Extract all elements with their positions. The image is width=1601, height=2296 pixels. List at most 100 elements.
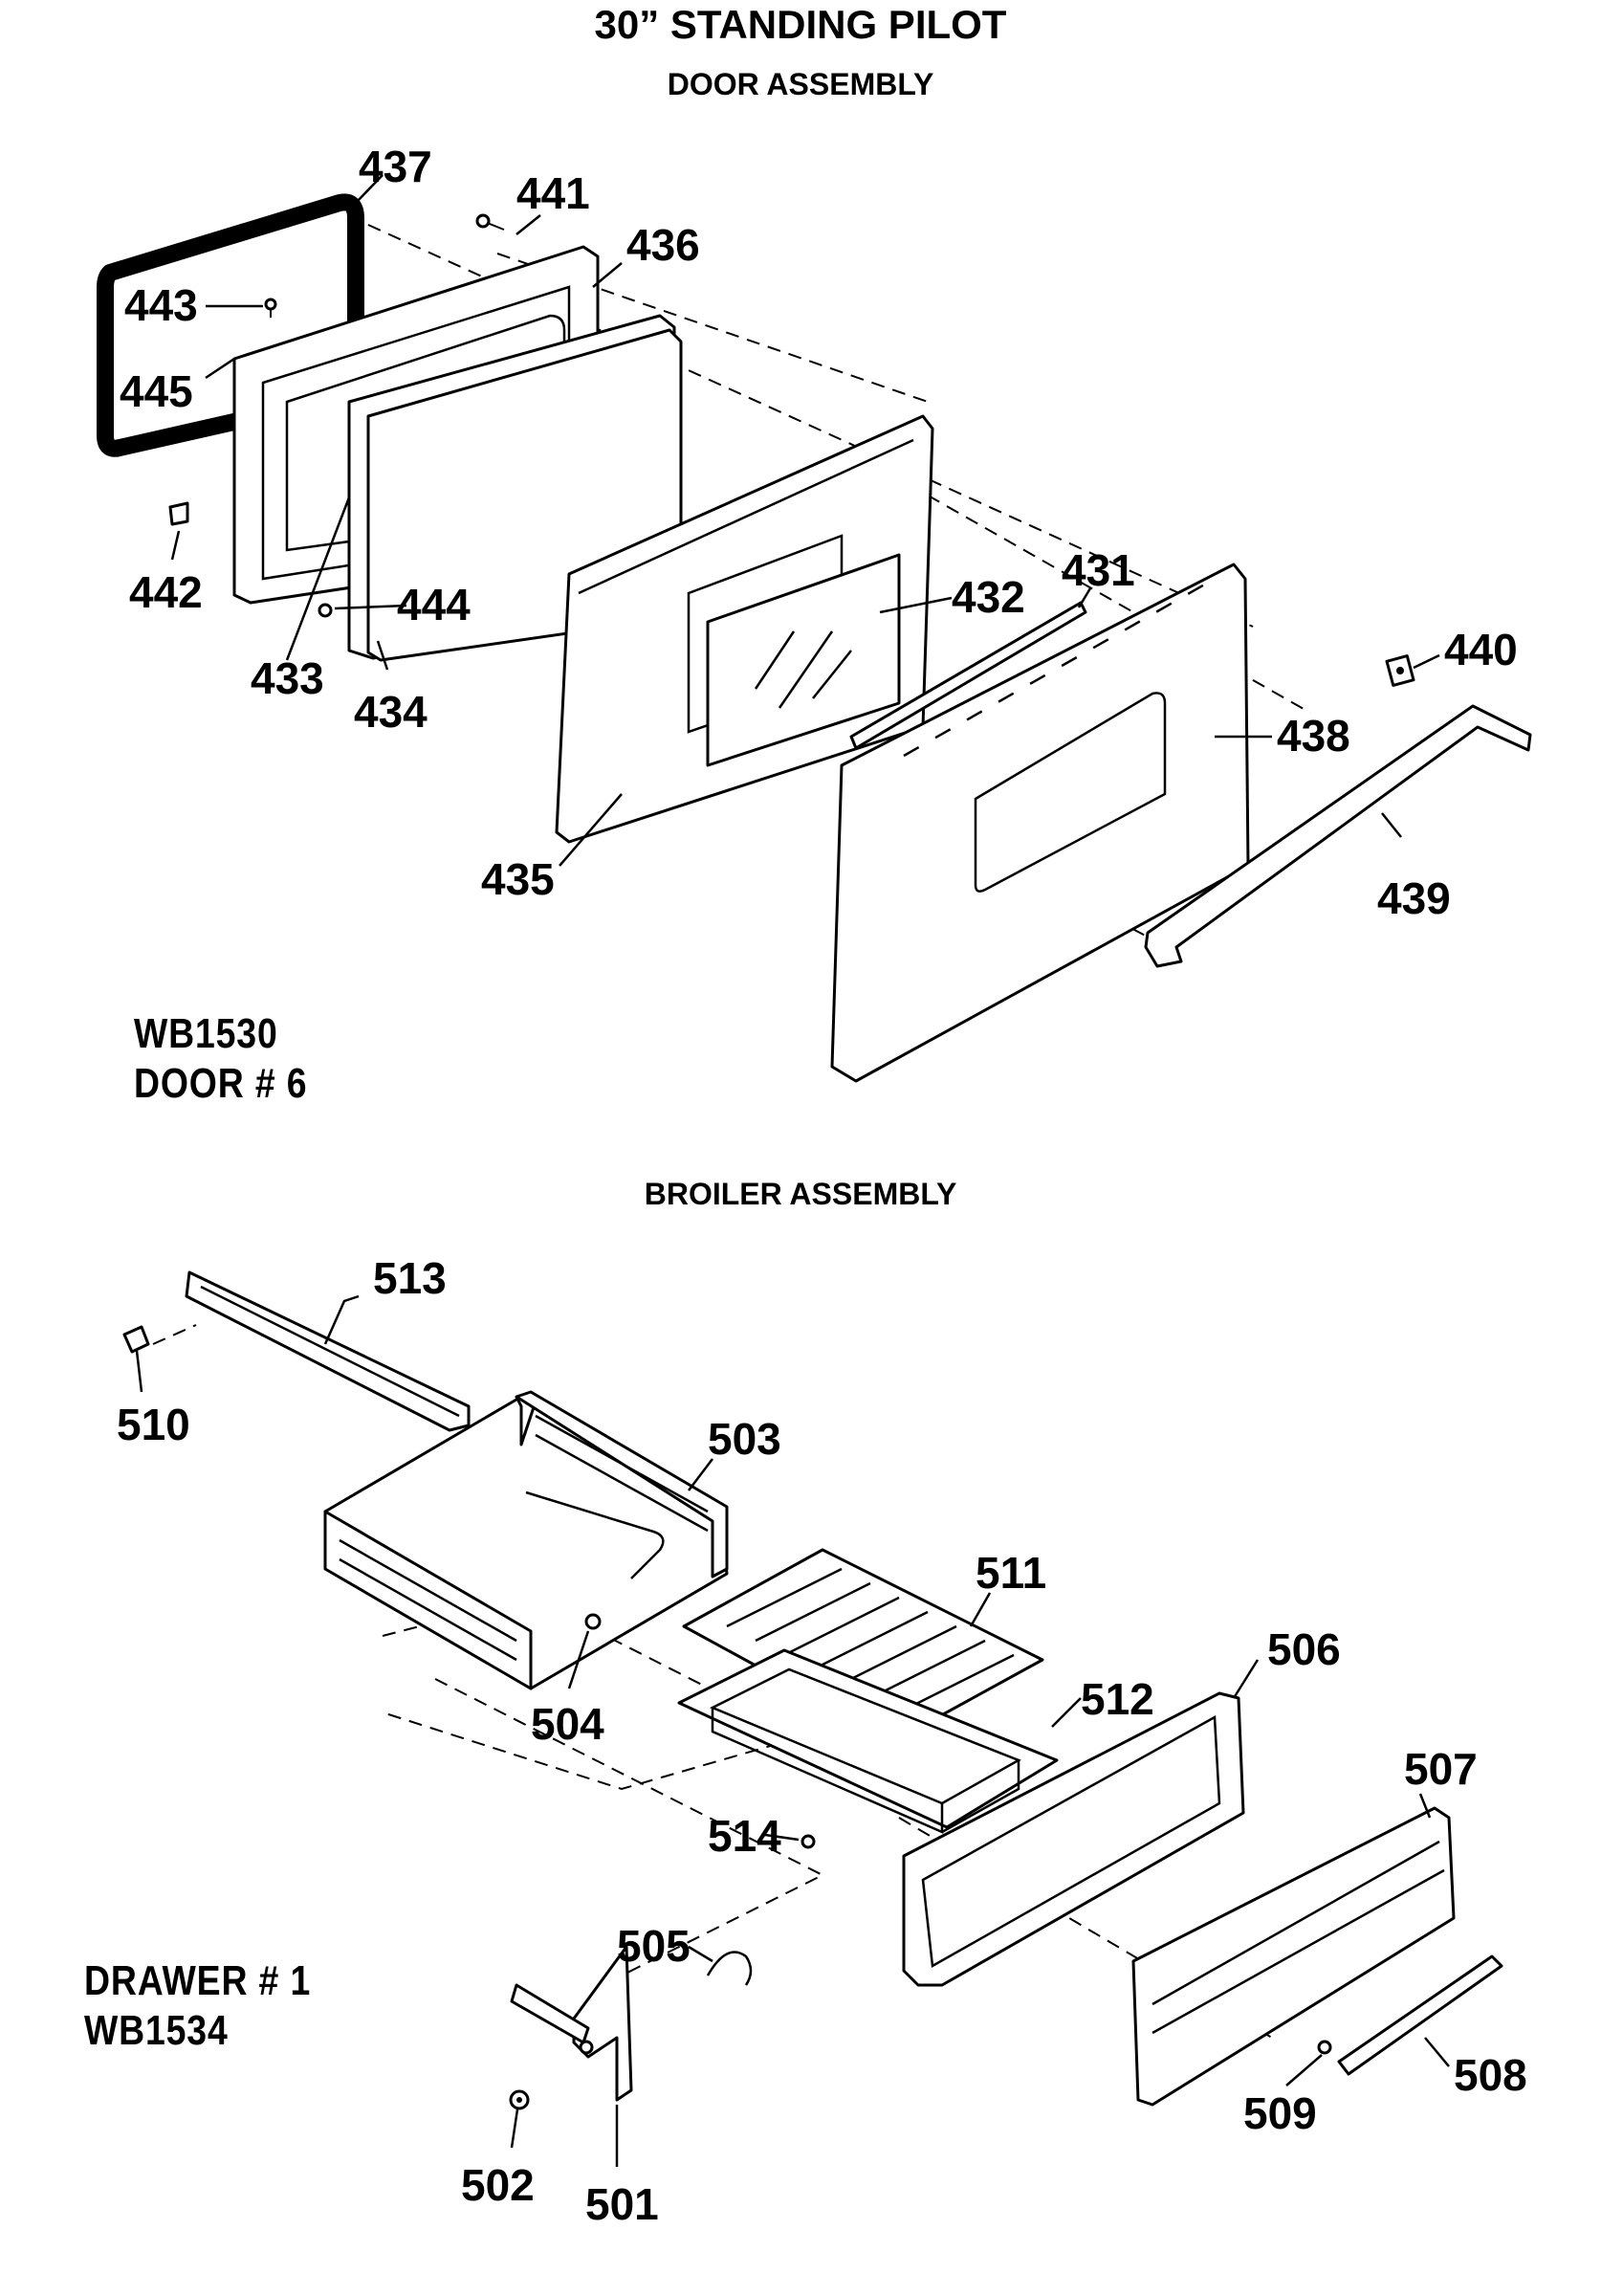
callout-509: 509 bbox=[1243, 2088, 1317, 2138]
door-trim-strip bbox=[849, 601, 1087, 750]
callout-437: 437 bbox=[359, 142, 432, 191]
leader-511 bbox=[969, 1592, 992, 1627]
washer-hole bbox=[516, 2097, 522, 2103]
screw-head-443 bbox=[264, 298, 277, 311]
screw-509 bbox=[1317, 2040, 1332, 2055]
outer-door-window bbox=[974, 692, 1167, 893]
leader-502 bbox=[510, 2108, 519, 2149]
drawer-number: DRAWER # 1 bbox=[84, 1957, 312, 2004]
callout-508: 508 bbox=[1454, 2050, 1527, 2100]
explosion-line bbox=[152, 1324, 197, 1345]
callout-438: 438 bbox=[1277, 711, 1350, 761]
wire-spring-505 bbox=[706, 1951, 753, 1986]
callout-435: 435 bbox=[481, 854, 555, 904]
callout-504: 504 bbox=[531, 1699, 604, 1749]
screw-444 bbox=[318, 603, 333, 618]
leader-510 bbox=[135, 1350, 143, 1393]
leader-506 bbox=[1232, 1659, 1260, 1699]
callout-431: 431 bbox=[1062, 545, 1135, 595]
screw-514 bbox=[800, 1834, 816, 1849]
drawer-front-groove bbox=[1151, 1840, 1445, 2035]
callout-443: 443 bbox=[124, 280, 198, 330]
callout-440: 440 bbox=[1444, 625, 1518, 674]
leader-440 bbox=[1413, 653, 1440, 670]
drawer-trim-strip bbox=[1337, 1954, 1503, 2076]
callout-512: 512 bbox=[1081, 1674, 1154, 1724]
broiler-side-wall bbox=[515, 1390, 729, 1578]
leader-434 bbox=[376, 640, 389, 671]
callout-436: 436 bbox=[626, 220, 700, 270]
door-assembly-heading: DOOR ASSEMBLY bbox=[667, 67, 934, 101]
grid-slots bbox=[726, 1567, 1015, 1714]
callout-507: 507 bbox=[1404, 1744, 1478, 1794]
leader-442 bbox=[170, 530, 181, 561]
page-title: 30” STANDING PILOT bbox=[594, 2, 1007, 47]
front-wall-grooves bbox=[339, 1538, 517, 1662]
drawer-model-label: DRAWER # 1 WB1534 bbox=[84, 1956, 311, 2056]
leader-437 bbox=[355, 174, 384, 204]
callout-432: 432 bbox=[952, 572, 1025, 622]
bracket-screw bbox=[579, 2040, 594, 2055]
leader-513 bbox=[323, 1294, 360, 1345]
drawer-front-inner bbox=[902, 1691, 1245, 1987]
door-handle bbox=[1144, 704, 1532, 968]
glass-reflection bbox=[754, 630, 852, 709]
oven-door-glass bbox=[706, 553, 901, 767]
bracket-screw-hole bbox=[1396, 667, 1404, 674]
leader-435 bbox=[559, 793, 623, 867]
explosion-line bbox=[434, 1678, 825, 1981]
leader-439 bbox=[1381, 812, 1402, 838]
broiler-burner-tube bbox=[525, 1490, 665, 1579]
door-number: DOOR # 6 bbox=[134, 1060, 308, 1107]
leader-441 bbox=[515, 214, 541, 235]
leader-507 bbox=[1418, 1793, 1432, 1819]
rail-groove bbox=[200, 1285, 460, 1418]
pan-depth bbox=[711, 1708, 1020, 1834]
leader-444 bbox=[334, 604, 407, 610]
leader-504 bbox=[567, 1630, 590, 1689]
leader-508 bbox=[1424, 2037, 1450, 2067]
callout-441: 441 bbox=[516, 168, 590, 218]
door-model-label: WB1530 DOOR # 6 bbox=[134, 1009, 307, 1109]
door-model-number: WB1530 bbox=[134, 1010, 278, 1057]
leader-432 bbox=[879, 596, 953, 614]
screw-504 bbox=[584, 1613, 602, 1630]
callout-445: 445 bbox=[120, 366, 193, 416]
broiler-front-wall bbox=[323, 1510, 533, 1690]
drawer-front-outer bbox=[1131, 1806, 1456, 2107]
drawer-front-inner-edge bbox=[921, 1714, 1221, 1969]
rail-roller bbox=[122, 1325, 150, 1354]
callout-434: 434 bbox=[354, 687, 428, 737]
callout-511: 511 bbox=[976, 1548, 1046, 1598]
leader-445 bbox=[205, 357, 235, 380]
callout-513: 513 bbox=[373, 1253, 447, 1303]
leader-503 bbox=[688, 1458, 713, 1491]
stop-442 bbox=[168, 501, 189, 526]
callout-444: 444 bbox=[397, 580, 471, 629]
callout-502: 502 bbox=[461, 2160, 535, 2210]
door-assembly-drawing: 437 441 436 443 445 442 444 433 434 435 … bbox=[97, 142, 1532, 1083]
callout-514: 514 bbox=[708, 1811, 781, 1861]
callout-433: 433 bbox=[251, 653, 324, 703]
leader-514 bbox=[764, 1833, 800, 1842]
leader-509 bbox=[1285, 2054, 1323, 2086]
callout-505: 505 bbox=[617, 1921, 691, 1971]
explosion-line bbox=[382, 1596, 806, 1791]
broiler-assembly-heading: BROILER ASSEMBLY bbox=[644, 1177, 957, 1211]
leader-433 bbox=[285, 497, 351, 661]
callout-503: 503 bbox=[708, 1414, 781, 1464]
panel-flange bbox=[578, 438, 914, 595]
door-vent-slots bbox=[903, 577, 1216, 758]
leader-512 bbox=[1051, 1697, 1082, 1728]
callout-510: 510 bbox=[117, 1400, 190, 1449]
screw-head-441 bbox=[475, 213, 491, 229]
leader-505 bbox=[688, 1945, 713, 1963]
side-wall-grooves bbox=[535, 1414, 709, 1533]
leader-431 bbox=[1077, 587, 1092, 608]
callout-439: 439 bbox=[1377, 873, 1451, 923]
broiler-pan bbox=[677, 1648, 1059, 1829]
drawer-model-number: WB1534 bbox=[84, 2007, 229, 2054]
callout-501: 501 bbox=[585, 2179, 659, 2229]
